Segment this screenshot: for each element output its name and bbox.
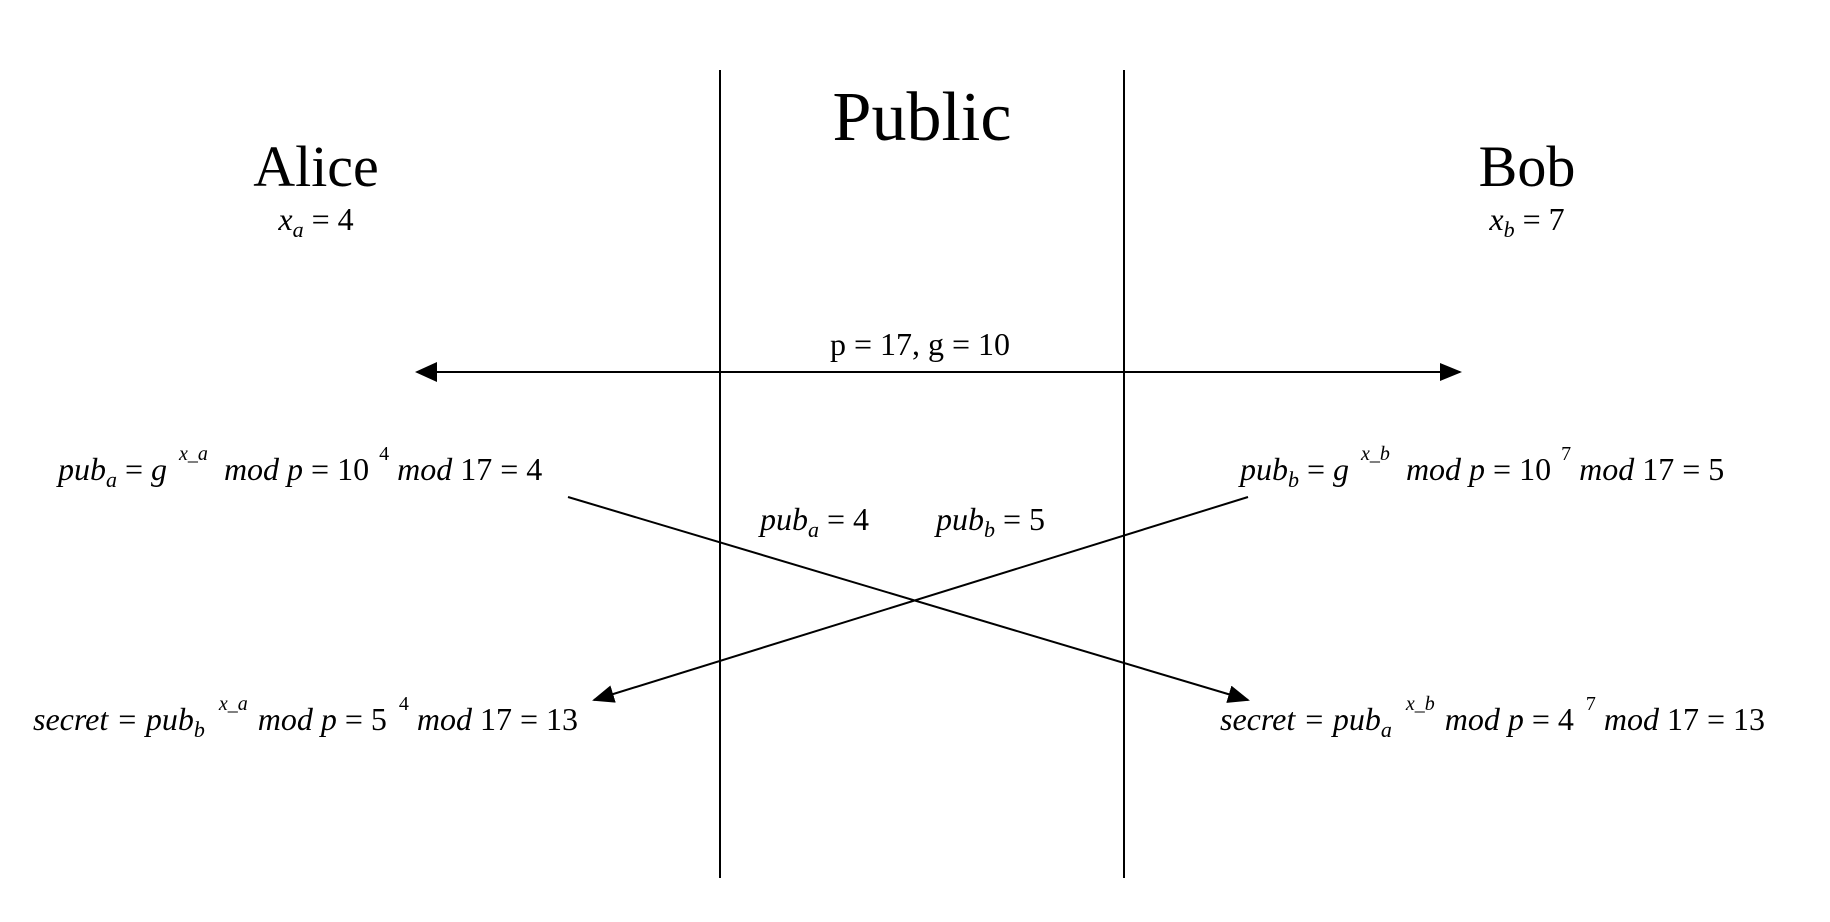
bob-private-key: xb = 7: [1488, 201, 1564, 242]
alice-heading: Alice: [253, 134, 379, 199]
public-value-alice: puba = 4: [758, 501, 869, 542]
arrow-bob-to-alice: [592, 496, 1249, 703]
bob-heading: Bob: [1479, 134, 1576, 199]
public-heading: Public: [833, 79, 1012, 156]
arrow-alice-to-bob: [567, 496, 1250, 703]
shared-params-arrowhead-left: [415, 362, 437, 382]
public-value-bob: pubb = 5: [934, 501, 1045, 542]
shared-params-label: p = 17, g = 10: [830, 326, 1010, 362]
alice-private-key: xa = 4: [277, 201, 353, 242]
